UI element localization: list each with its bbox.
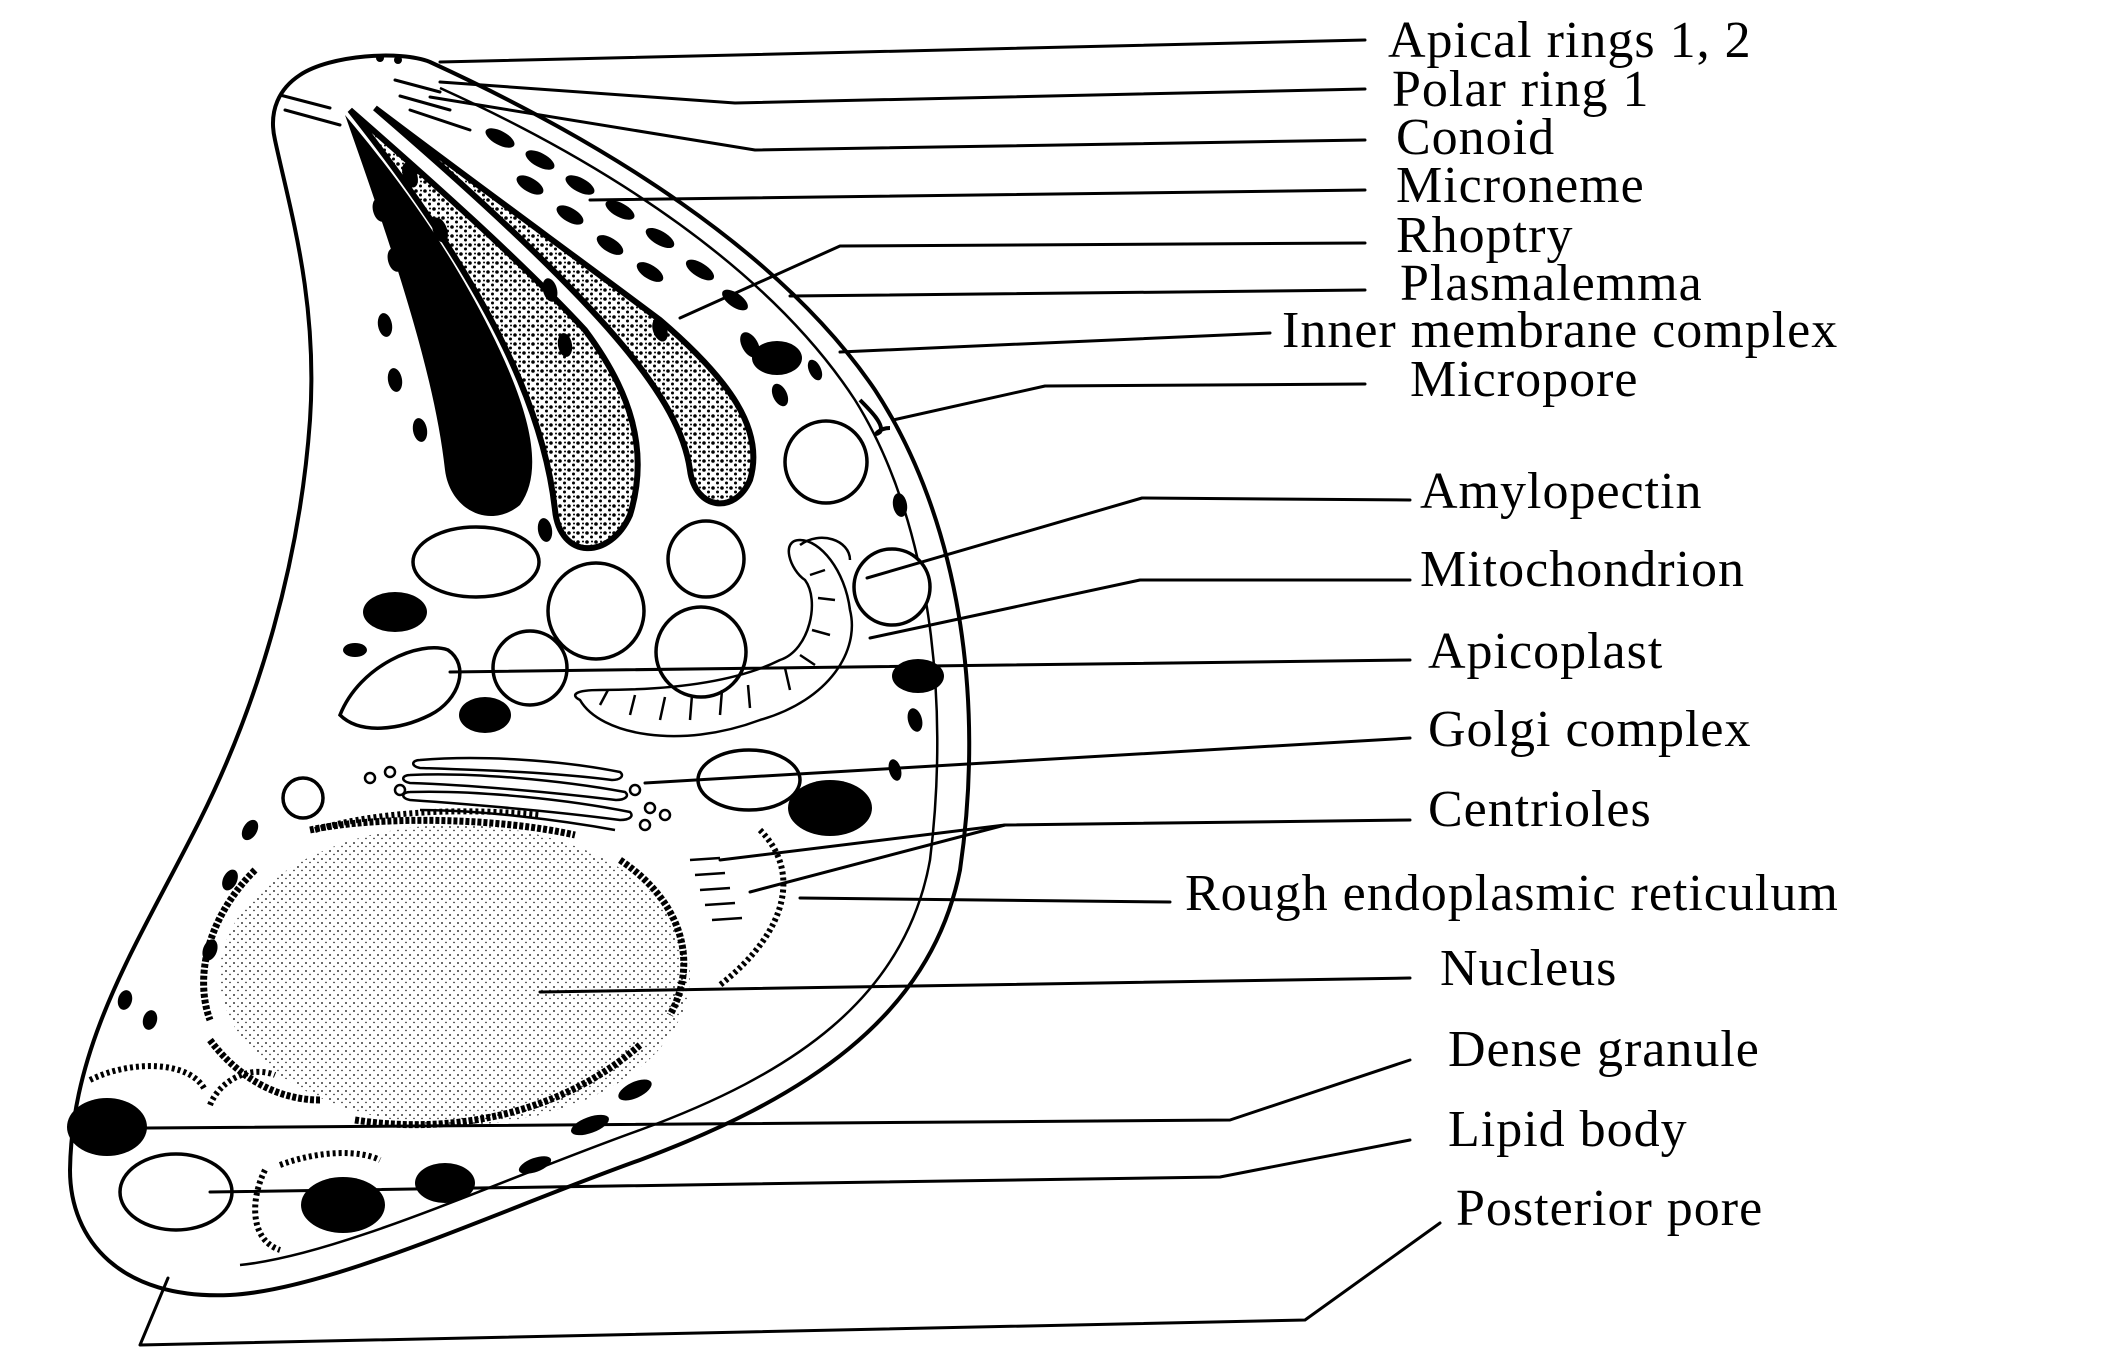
amylopectin-granule <box>548 563 644 659</box>
label-rough-er: Rough endoplasmic reticulum <box>1185 865 1839 922</box>
golgi-cisterna <box>413 758 622 780</box>
rough-er-strand <box>280 1153 380 1165</box>
rough-er-strand <box>90 1066 205 1090</box>
label-amylopectin: Amylopectin <box>1420 463 1703 520</box>
leader-rough-er <box>800 898 1170 902</box>
label-mitochondrion: Mitochondrion <box>1420 541 1745 598</box>
microneme <box>643 224 678 252</box>
microneme <box>634 258 667 286</box>
microneme <box>563 171 598 198</box>
leader-plasmalemma <box>790 290 1365 296</box>
apical-ring-dot <box>394 56 402 64</box>
label-apicoplast: Apicoplast <box>1428 623 1663 680</box>
microneme <box>683 256 718 285</box>
mitochondrion-inner <box>800 538 850 560</box>
label-golgi-complex: Golgi complex <box>1428 701 1752 758</box>
conoid-line <box>410 110 470 130</box>
conoid-line <box>285 110 340 125</box>
leader-microneme <box>590 190 1365 200</box>
label-dense-granule: Dense granule <box>1448 1021 1760 1078</box>
apicoplast <box>340 648 460 728</box>
microneme <box>411 417 429 443</box>
amylopectin-granule <box>668 521 744 597</box>
label-centrioles: Centrioles <box>1428 781 1652 838</box>
golgi-complex <box>365 758 670 830</box>
dense-granule <box>752 341 802 375</box>
microneme <box>386 367 404 393</box>
microneme <box>523 146 558 173</box>
amylopectin-granule <box>854 549 930 625</box>
leader-posterior-pore <box>140 1223 1440 1345</box>
centrioles <box>690 858 742 920</box>
golgi-vesicle <box>640 820 650 830</box>
label-lipid-body: Lipid body <box>1448 1101 1688 1158</box>
microneme <box>514 171 547 198</box>
label-microneme: Microneme <box>1396 157 1645 214</box>
microneme <box>238 817 261 843</box>
microneme <box>116 989 135 1012</box>
microneme <box>769 381 792 409</box>
nucleus-body <box>220 825 690 1125</box>
microneme <box>594 231 627 259</box>
amylopectin-granule <box>283 778 323 818</box>
leader-conoid <box>430 97 1365 150</box>
conoid-line <box>395 80 440 92</box>
dense-granule <box>415 1163 475 1203</box>
leader-lipid-body <box>210 1140 1410 1192</box>
microneme <box>376 312 394 338</box>
golgi-vesicle <box>395 785 405 795</box>
microneme <box>554 201 587 228</box>
leader-apical-rings <box>440 40 1365 62</box>
leader-centrioles-2 <box>750 825 1005 892</box>
golgi-vesicle <box>365 773 375 783</box>
label-micropore: Micropore <box>1410 351 1638 408</box>
centriole-lines <box>690 858 742 920</box>
nucleus <box>204 820 690 1125</box>
microneme <box>141 1009 160 1032</box>
golgi-vesicle <box>660 810 670 820</box>
leader-inner-membrane-complex <box>840 333 1270 352</box>
leader-micropore <box>893 384 1365 420</box>
labels: Apical rings 1, 2 Polar ring 1 Conoid Mi… <box>1185 12 1839 1237</box>
label-nucleus: Nucleus <box>1440 940 1617 997</box>
dense-granule <box>363 592 427 632</box>
golgi-vesicle <box>630 785 640 795</box>
dense-granule <box>892 659 944 693</box>
dense-granule <box>301 1177 385 1233</box>
microneme <box>905 707 925 734</box>
apicoplast-shape <box>340 648 460 728</box>
microneme <box>536 517 554 543</box>
label-posterior-pore: Posterior pore <box>1456 1180 1763 1237</box>
rough-er-strand <box>255 1170 280 1250</box>
leader-lines <box>140 40 1440 1345</box>
dense-granule <box>67 1098 147 1156</box>
leader-mitochondrion <box>870 580 1410 638</box>
microneme <box>483 124 518 151</box>
amylopectin-granule <box>785 421 867 503</box>
golgi-vesicle <box>645 803 655 813</box>
conoid-line <box>280 95 330 108</box>
amylopectin-granule <box>493 631 567 705</box>
microneme <box>805 357 825 382</box>
dense-granule <box>788 780 872 836</box>
microneme <box>343 643 367 657</box>
golgi-vesicle <box>385 767 395 777</box>
leader-polar-ring <box>440 82 1365 103</box>
apical-ring-dot <box>376 54 384 62</box>
leader-rhoptry <box>680 243 1365 318</box>
lipid-body <box>413 527 539 597</box>
dense-granule <box>459 697 511 733</box>
